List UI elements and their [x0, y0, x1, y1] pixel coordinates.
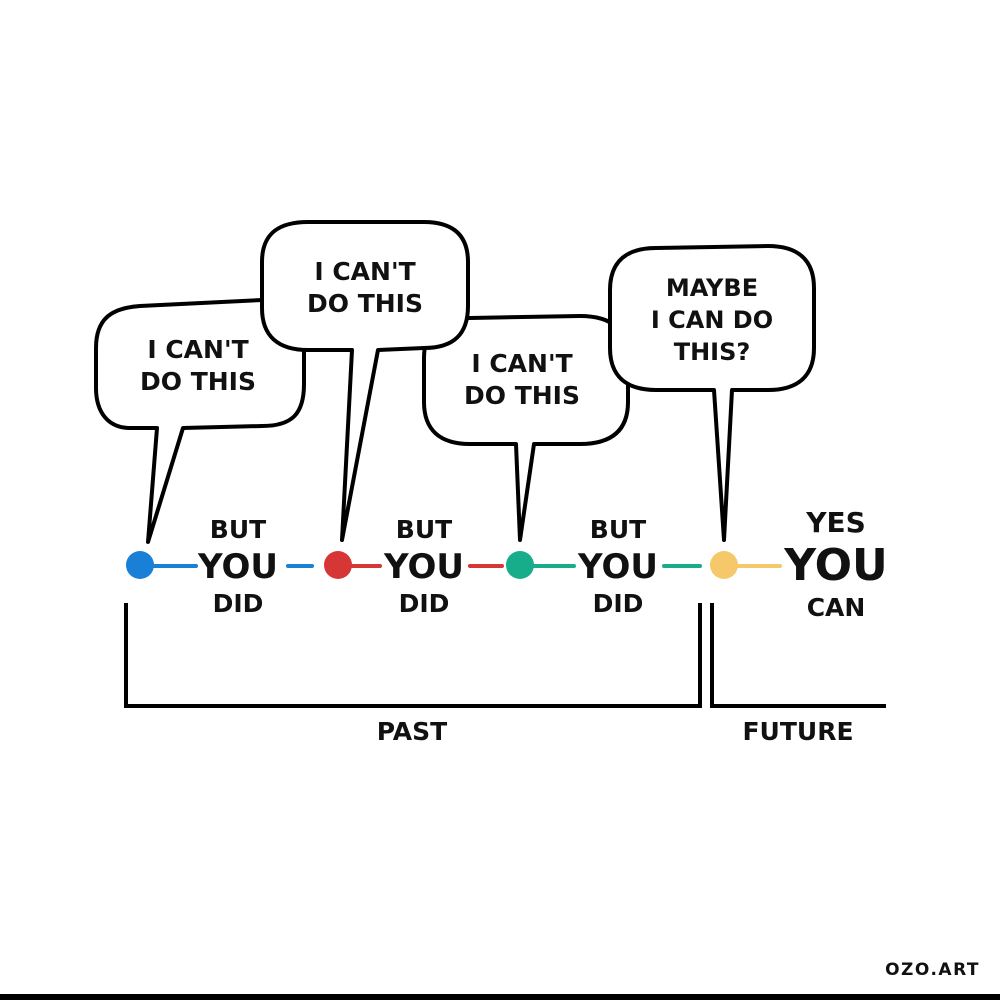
- caption-2-bottom: DID: [399, 589, 450, 618]
- caption-1-main: YOU: [197, 547, 278, 587]
- timeline-dot-red: [324, 551, 352, 579]
- caption-3: BUT YOU DID: [577, 515, 658, 618]
- timeline-dot-yellow: [710, 551, 738, 579]
- future-label: FUTURE: [742, 717, 853, 746]
- caption-4-main: YOU: [783, 540, 887, 591]
- caption-4-bottom: CAN: [807, 593, 866, 622]
- caption-2-top: BUT: [396, 515, 452, 544]
- bubble-3-line-1: I CAN'T: [471, 349, 572, 378]
- bubble-4-line-3: THIS?: [674, 338, 751, 366]
- bubble-4-line-2: I CAN DO: [651, 306, 773, 334]
- speech-bubble-2: I CAN'T DO THIS: [260, 220, 470, 542]
- speech-bubble-3: I CAN'T DO THIS: [422, 314, 630, 542]
- bubble-1-line-2: DO THIS: [140, 367, 256, 396]
- caption-3-top: BUT: [590, 515, 646, 544]
- bubble-1-line-1: I CAN'T: [147, 335, 248, 364]
- past-bracket: [124, 603, 702, 708]
- caption-4-top: YES: [805, 506, 866, 539]
- caption-3-bottom: DID: [593, 589, 644, 618]
- caption-1-bottom: DID: [213, 589, 264, 618]
- bubble-2-line-2: DO THIS: [307, 289, 423, 318]
- bubble-3-line-2: DO THIS: [464, 381, 580, 410]
- caption-1: BUT YOU DID: [197, 515, 278, 618]
- caption-1-top: BUT: [210, 515, 266, 544]
- caption-3-main: YOU: [577, 547, 658, 587]
- speech-bubble-4: MAYBE I CAN DO THIS?: [608, 244, 816, 542]
- bubble-2-line-1: I CAN'T: [314, 257, 415, 286]
- bottom-border: [0, 994, 1000, 1000]
- past-label: PAST: [377, 717, 447, 746]
- bubble-4-line-1: MAYBE: [666, 274, 758, 302]
- timeline-dot-blue: [126, 551, 154, 579]
- caption-2: BUT YOU DID: [383, 515, 464, 618]
- caption-2-main: YOU: [383, 547, 464, 587]
- speech-bubble-1: I CAN'T DO THIS: [94, 298, 306, 544]
- future-bracket: [710, 603, 886, 708]
- timeline-dot-green: [506, 551, 534, 579]
- credit-text: OZO.ART: [885, 960, 980, 980]
- caption-4: YES YOU CAN: [783, 506, 887, 622]
